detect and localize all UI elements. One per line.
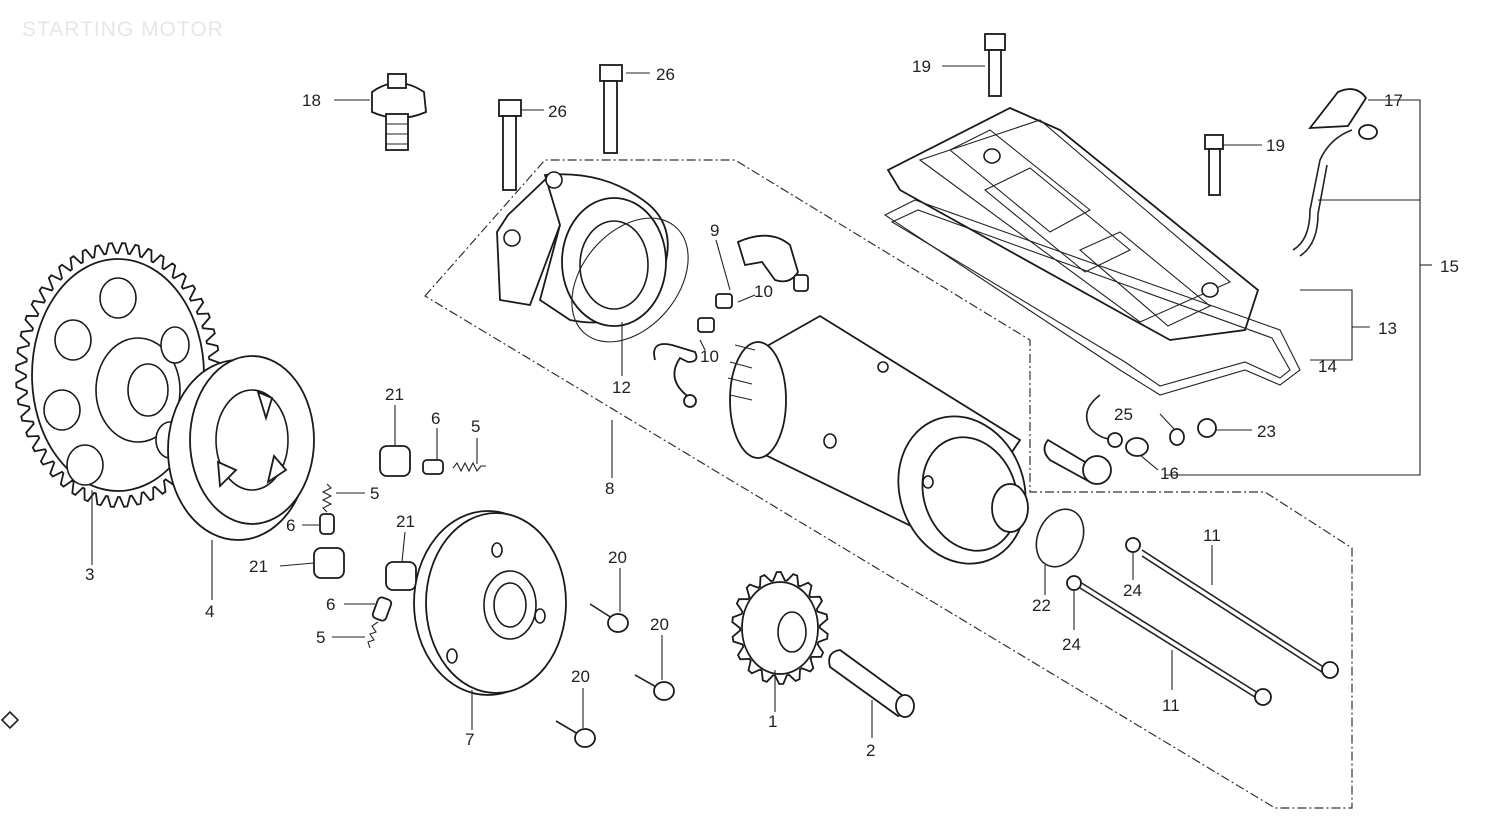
callout-6c: 6 bbox=[326, 595, 335, 614]
callout-24b: 24 bbox=[1062, 635, 1081, 654]
callout-21c: 21 bbox=[249, 557, 268, 576]
assembly-outline bbox=[424, 159, 1353, 809]
callout-6b: 6 bbox=[286, 516, 295, 535]
part-11-bolt-lower bbox=[1079, 581, 1272, 706]
callout-5c: 5 bbox=[316, 628, 325, 647]
part-20-screw-c bbox=[555, 720, 596, 748]
callout-10a: 10 bbox=[754, 282, 773, 301]
part-16-terminal-bolt bbox=[1043, 438, 1112, 485]
callout-19a: 19 bbox=[912, 57, 931, 76]
callout-15: 15 bbox=[1440, 257, 1459, 276]
part-19-bolt-mid bbox=[1204, 134, 1224, 196]
callout-8: 8 bbox=[605, 479, 614, 498]
callout-19b: 19 bbox=[1266, 136, 1285, 155]
part-gear-case bbox=[496, 171, 669, 327]
part-18-switch bbox=[371, 73, 427, 151]
part-10-brush-a bbox=[715, 293, 733, 309]
callout-3: 3 bbox=[85, 565, 94, 584]
callout-10b: 10 bbox=[700, 347, 719, 366]
part-2-shaft bbox=[828, 649, 915, 718]
callout-20a: 20 bbox=[608, 548, 627, 567]
callout-17: 17 bbox=[1384, 91, 1403, 110]
callout-12: 12 bbox=[612, 378, 631, 397]
part-cable-terminal bbox=[1107, 432, 1149, 457]
callout-26b: 26 bbox=[548, 102, 567, 121]
part-5-spring-a bbox=[452, 461, 486, 473]
callout-2: 2 bbox=[866, 741, 875, 760]
part-25-washer bbox=[1169, 428, 1185, 446]
part-5-spring-c bbox=[367, 621, 379, 649]
callout-21b: 21 bbox=[396, 512, 415, 531]
part-20-screw-b bbox=[634, 674, 675, 701]
part-11-bolt-upper bbox=[1141, 549, 1339, 679]
callout-11b: 11 bbox=[1162, 696, 1180, 715]
part-7-clutch-plate bbox=[413, 510, 567, 696]
part-10-brush-b bbox=[697, 317, 715, 333]
part-24-washer-b bbox=[1066, 575, 1082, 591]
part-9-brush-holder bbox=[736, 234, 809, 292]
callout-21a: 21 bbox=[385, 385, 404, 404]
part-4-clutch-outer bbox=[167, 355, 315, 541]
part-brush-lead bbox=[653, 343, 698, 408]
part-6-cap-b bbox=[319, 513, 335, 535]
part-motor-body bbox=[727, 314, 1029, 565]
callout-11a: 11 bbox=[1203, 526, 1221, 545]
callout-23: 23 bbox=[1257, 422, 1276, 441]
leader-lines bbox=[91, 65, 1432, 738]
callout-4: 4 bbox=[205, 602, 214, 621]
callout-9: 9 bbox=[710, 221, 719, 240]
part-1-pinion-gear bbox=[731, 571, 829, 685]
callout-25: 25 bbox=[1114, 405, 1133, 424]
diagram-title: STARTING MOTOR bbox=[22, 18, 224, 41]
part-23-nut bbox=[1197, 418, 1217, 438]
callout-labels: 1 2 3 4 5 5 5 6 6 6 7 8 9 10 10 11 11 12… bbox=[85, 57, 1459, 760]
callout-20c: 20 bbox=[571, 667, 590, 686]
part-6-cap-c bbox=[371, 596, 393, 622]
part-13-starter-cover bbox=[886, 107, 1260, 341]
callout-22: 22 bbox=[1032, 596, 1051, 615]
part-21-roller-c bbox=[385, 561, 417, 591]
part-19-bolt-top bbox=[984, 33, 1006, 97]
callout-16: 16 bbox=[1160, 464, 1179, 483]
part-5-spring-b bbox=[321, 483, 333, 513]
callout-5a: 5 bbox=[471, 417, 480, 436]
part-6-cap-a bbox=[422, 459, 444, 475]
part-26-bolt-long bbox=[599, 64, 623, 154]
callout-14: 14 bbox=[1318, 357, 1337, 376]
callout-13: 13 bbox=[1378, 319, 1397, 338]
part-24-washer-a bbox=[1125, 537, 1141, 553]
part-22-o-ring bbox=[1035, 508, 1085, 568]
part-20-screw-a bbox=[589, 603, 629, 633]
part-14-gasket bbox=[883, 199, 1301, 396]
callout-26a: 26 bbox=[656, 65, 675, 84]
part-21-roller-a bbox=[379, 445, 411, 477]
edge-diamond-mark bbox=[0, 710, 20, 730]
callout-1: 1 bbox=[768, 712, 777, 731]
part-12-o-ring bbox=[571, 217, 689, 343]
part-26-bolt-short bbox=[498, 99, 522, 191]
callout-24a: 24 bbox=[1123, 581, 1142, 600]
part-21-roller-b bbox=[313, 547, 345, 579]
callout-7: 7 bbox=[465, 730, 474, 749]
callout-6a: 6 bbox=[431, 409, 440, 428]
callout-5b: 5 bbox=[370, 484, 379, 503]
callout-18: 18 bbox=[302, 91, 321, 110]
part-17-terminal-cap bbox=[1308, 88, 1378, 140]
callout-20b: 20 bbox=[650, 615, 669, 634]
